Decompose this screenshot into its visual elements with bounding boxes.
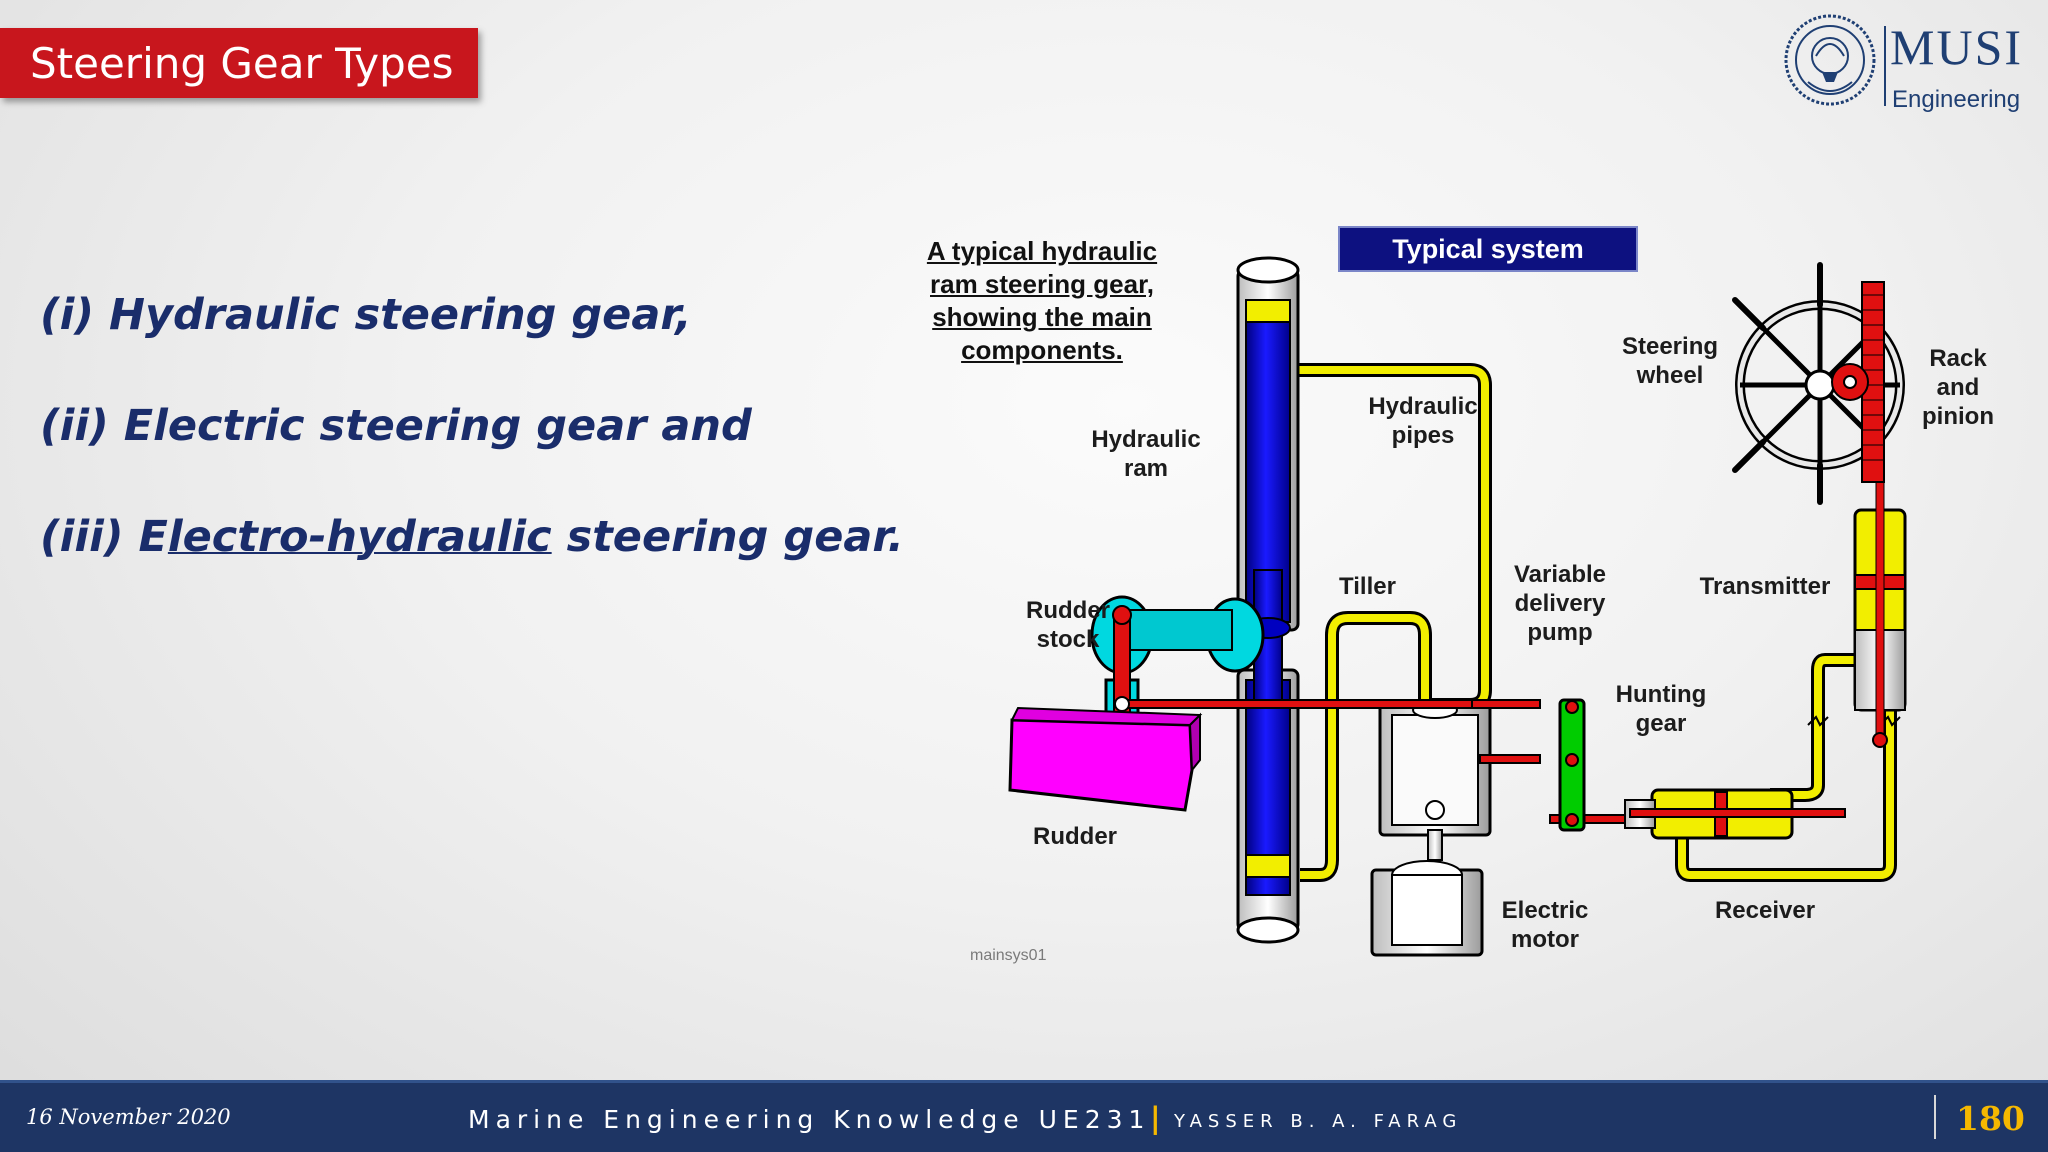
page-number: 180 bbox=[1956, 1099, 2025, 1138]
label-rudder-stock: Rudder stock bbox=[1026, 597, 1110, 653]
label-hydraulic-ram: Hydraulic ram bbox=[1091, 426, 1201, 482]
logo-name: MUSI bbox=[1890, 19, 2024, 75]
label-hydraulic-pipes: Hydraulic pipes bbox=[1368, 393, 1478, 449]
list-item-electric: (ii) Electric steering gear and bbox=[40, 401, 752, 451]
label-hunting-gear: Hunting gear bbox=[1615, 681, 1707, 737]
hydraulic-ram bbox=[1236, 256, 1300, 944]
receiver bbox=[1624, 788, 1846, 840]
logo-subtitle: Engineering bbox=[1892, 86, 2021, 113]
list-item-electro-hydraulic: (iii) Electro-hydraulic steering gear. bbox=[40, 512, 904, 562]
label-tiller: Tiller bbox=[1339, 573, 1396, 600]
steering-gear-diagram: A typical hydraulic ram steering gear, s… bbox=[900, 210, 2010, 980]
footer-course: Marine Engineering Knowledge UE231 bbox=[468, 1105, 1151, 1134]
diagram-code: mainsys01 bbox=[970, 947, 1047, 964]
electro-hydraulic-link: lectro-hydraulic bbox=[167, 512, 552, 562]
electric-motor bbox=[1370, 860, 1484, 957]
diagram-caption: A typical hydraulic ram steering gear, s… bbox=[926, 236, 1158, 365]
typical-system-header: Typical system bbox=[1338, 226, 1638, 272]
university-seal-icon bbox=[1784, 14, 1876, 106]
musi-logo: MUSI Engineering bbox=[1782, 12, 2022, 112]
footer-date: 16 November 2020 bbox=[26, 1105, 231, 1129]
list-item-hydraulic: (i) Hydraulic steering gear, bbox=[40, 290, 692, 340]
footer-bar: 16 November 2020 Marine Engineering Know… bbox=[0, 1080, 2048, 1152]
label-electric-motor: Electric motor bbox=[1501, 897, 1589, 953]
footer-divider bbox=[1934, 1095, 1936, 1139]
transmitter bbox=[1853, 444, 1907, 748]
steering-gear-types-list: (i) Hydraulic steering gear, (ii) Electr… bbox=[40, 285, 904, 618]
label-steering-wheel: Steering wheel bbox=[1621, 333, 1719, 389]
hydraulic-system-drawing bbox=[1008, 256, 1907, 957]
footer-separator: | bbox=[1150, 1101, 1161, 1135]
hunting-gear bbox=[1558, 698, 1586, 832]
label-receiver: Receiver bbox=[1714, 897, 1816, 924]
label-variable-delivery-pump: Variable delivery pump bbox=[1513, 561, 1607, 646]
steering-wheel bbox=[1732, 262, 1905, 505]
label-rudder: Rudder bbox=[1033, 823, 1117, 850]
rack-and-pinion bbox=[1831, 281, 1885, 483]
label-transmitter: Transmitter bbox=[1699, 573, 1831, 600]
rudder-stock bbox=[1090, 595, 1265, 738]
label-rack-and-pinion: Rack and pinion bbox=[1922, 345, 1994, 430]
slide-title: Steering Gear Types bbox=[0, 28, 478, 98]
rudder bbox=[1008, 706, 1203, 812]
footer-author: YASSER B. A. FARAG bbox=[1174, 1111, 1463, 1132]
linkage bbox=[1114, 696, 1631, 824]
variable-delivery-pump bbox=[1378, 701, 1492, 861]
